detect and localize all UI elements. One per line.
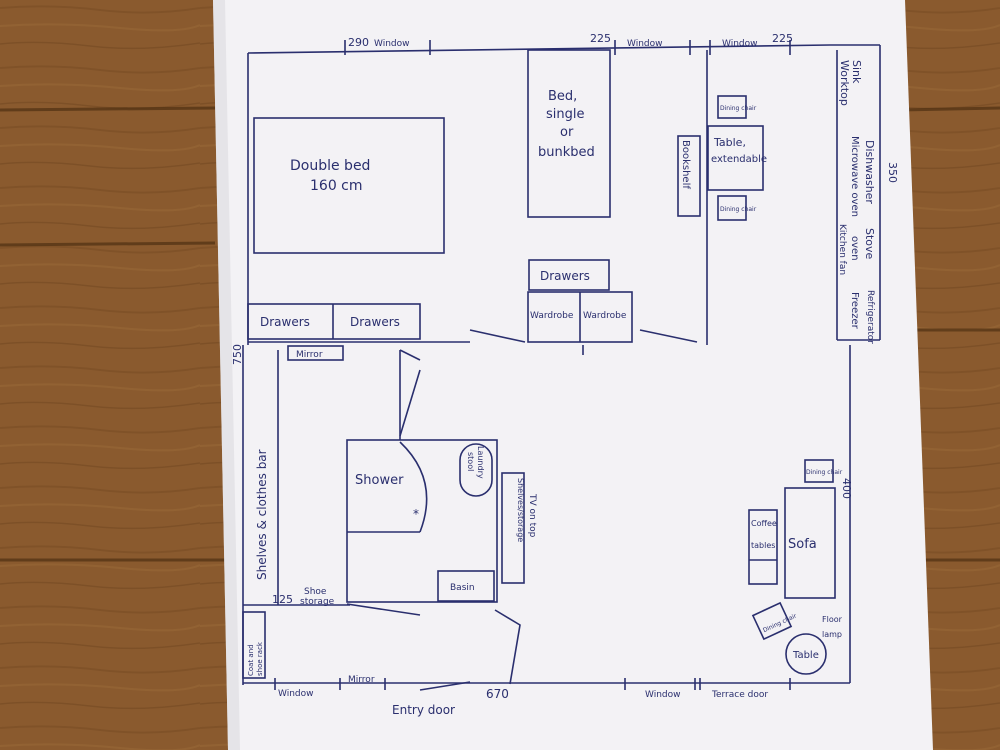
coat-l2: shoe rack [256, 641, 264, 676]
mirror-bottom: Mirror [348, 675, 375, 685]
shoe-num: 125 [272, 593, 293, 606]
mirror [287, 345, 344, 361]
window-bottom-1: Window [278, 689, 314, 699]
wardrobe-left-label: Wardrobe [530, 311, 574, 321]
star-mark: * [413, 507, 419, 521]
sofa-label: Sofa [788, 537, 817, 552]
window-top-3: Window [722, 39, 758, 49]
round-table-label: Table [792, 650, 819, 661]
dining-chair-diag [751, 601, 793, 641]
kitchen-low-l3: Kitchen fan [837, 224, 847, 275]
paper-sheet [213, 0, 933, 750]
table-label-l1: Table, [713, 136, 746, 149]
entry-door-label: Entry door [392, 703, 455, 717]
wood-planks [0, 106, 1000, 562]
coffee-l1: Coffee [751, 519, 777, 528]
dining-chair-sofa-label: Dining chair [806, 469, 843, 476]
floor-lamp-l2: lamp [822, 630, 842, 639]
shoe-l2: storage [300, 597, 335, 607]
fridge-l2: Freezer [849, 292, 860, 330]
table-label-l2: extendable [711, 154, 767, 165]
laundry-stool [459, 443, 493, 497]
window-top-2: Window [627, 39, 663, 49]
double-bed-label: Double bed [290, 158, 370, 174]
coffee-l2: tables [751, 541, 775, 550]
dining-chair-sofa [804, 459, 834, 483]
dining-chair-bottom [717, 195, 747, 221]
kitchen-low-l1: Stove [863, 228, 876, 260]
round-table [785, 633, 827, 675]
dim-top-mid: 225 [590, 32, 611, 45]
coat-rack [242, 611, 266, 679]
dim-bottom: 670 [486, 687, 509, 701]
tv-shelves [501, 472, 525, 584]
dining-chair-top-label: Dining chair [720, 105, 757, 112]
dim-top-left: 290 [348, 36, 369, 49]
kitchen-top-l1: Sink [850, 60, 863, 84]
window-top-1: Window [374, 39, 410, 49]
drawers-mid-label: Drawers [540, 269, 590, 283]
dining-chair-bottom-label: Dining chair [720, 206, 757, 213]
single-bed-l3: or [560, 125, 574, 140]
dining-chair-top [717, 95, 747, 119]
basin [437, 570, 495, 602]
dim-left: 750 [231, 344, 244, 365]
laundry-l2: stool [466, 452, 475, 471]
bathroom [346, 439, 498, 603]
window-bottom-2: Window [645, 690, 681, 700]
kitchen-top-l2: Worktop [838, 60, 851, 106]
kitchen-low-l2: oven [849, 236, 860, 261]
bookshelf [677, 135, 701, 217]
shower-label: Shower [355, 473, 404, 488]
shelves-label: Shelves & clothes bar [255, 449, 269, 580]
paper-shadow [213, 0, 240, 750]
drawers-mid [528, 259, 610, 291]
drawers-left-label: Drawers [260, 315, 310, 329]
shoe-l1: Shoe [304, 587, 327, 597]
sofa [784, 487, 836, 599]
coffee-tables [748, 509, 778, 585]
wardrobe-right-label: Wardrobe [583, 311, 627, 321]
dim-right-bottom: 400 [840, 478, 853, 499]
dim-right-top: 350 [886, 162, 899, 183]
single-bed-l1: Bed, [548, 89, 577, 104]
double-bed [253, 117, 445, 254]
single-bed-l2: single [546, 107, 585, 122]
laundry-l1: Laundry [476, 446, 485, 479]
single-bed [527, 49, 611, 218]
dining-table [707, 125, 764, 191]
drawers-right-label: Drawers [350, 315, 400, 329]
single-bed-l4: bunkbed [538, 145, 595, 160]
kitchen-mid-l2: Microwave oven [849, 136, 860, 217]
mirror-top-label: Mirror [296, 350, 323, 360]
drawers-left [247, 303, 421, 340]
tv-l2: Shelves/storage [516, 478, 525, 542]
kitchen-mid-l1: Dishwasher [863, 140, 876, 204]
floor-lamp-l1: Floor [822, 615, 843, 624]
terrace-door-label: Terrace door [711, 690, 768, 700]
dim-top-right: 225 [772, 32, 793, 45]
double-bed-size: 160 cm [310, 178, 363, 194]
coat-l1: Coat and [247, 644, 255, 676]
tv-l1: TV on top [527, 493, 537, 538]
floor-plan [242, 40, 881, 691]
fridge-l1: Refrigerator [865, 290, 875, 344]
bookshelf-label: Bookshelf [680, 140, 691, 189]
basin-label: Basin [450, 583, 475, 593]
